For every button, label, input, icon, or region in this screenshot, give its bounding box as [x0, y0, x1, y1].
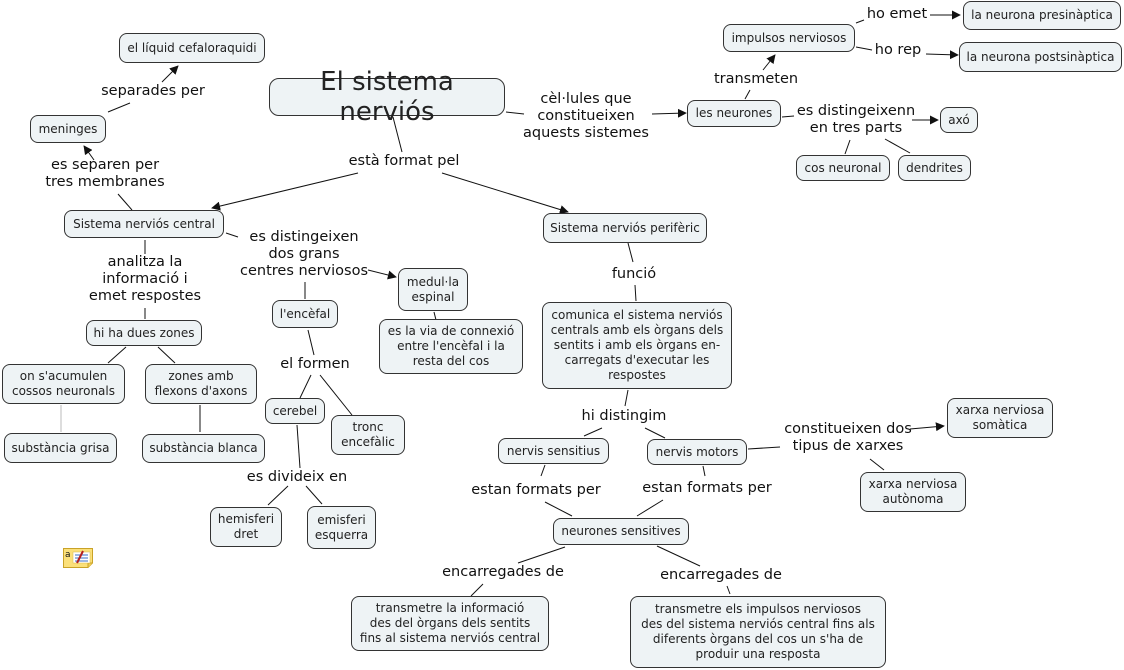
- link-cellules-que[interactable]: cèl·lules que constitueixen aquests sist…: [523, 91, 649, 141]
- edge: [505, 111, 525, 115]
- edge: [855, 19, 865, 24]
- edge: [634, 284, 637, 302]
- edge: [747, 446, 781, 450]
- concept-comunica[interactable]: comunica el sistema nerviós centrals amb…: [542, 302, 732, 389]
- edge: [781, 115, 795, 118]
- edge: [267, 485, 289, 506]
- edge: [540, 464, 546, 477]
- link-ho-emet[interactable]: ho emet: [866, 6, 928, 22]
- concept-nervis-sensitius[interactable]: nervis sensitius: [498, 438, 609, 464]
- edge-arrow: [762, 54, 776, 71]
- link-transmeten[interactable]: transmeten: [713, 71, 799, 87]
- edge: [307, 329, 315, 356]
- concept-neurones-sensitives[interactable]: neurones sensitives: [553, 518, 689, 545]
- edge: [157, 346, 176, 364]
- concept-substancia-grisa[interactable]: substància grisa: [4, 433, 117, 463]
- link-funcio[interactable]: funció: [611, 266, 657, 282]
- edge: [844, 139, 851, 155]
- concept-xarxa-somatica[interactable]: xarxa nerviosa somàtica: [947, 398, 1053, 438]
- concept-via-connexio[interactable]: es la via de connexió entre l'encèfal i …: [379, 319, 523, 374]
- concept-hemisferi-dret[interactable]: hemisferi dret: [210, 507, 282, 547]
- edge: [627, 242, 634, 263]
- concept-axo[interactable]: axó: [940, 107, 978, 133]
- edge-arrow: [83, 145, 95, 161]
- concept-meninges[interactable]: meninges: [30, 115, 106, 143]
- concept-les-neurones[interactable]: les neurones: [687, 100, 781, 127]
- concept-impulsos-nerviosos[interactable]: impulsos nerviosos: [723, 24, 855, 52]
- link-constitueixen-dos[interactable]: constitueixen dos tipus de xarxes: [784, 421, 912, 454]
- concept-sistema-nervios-central[interactable]: Sistema nerviós central: [64, 210, 224, 238]
- edge: [319, 374, 353, 416]
- edge-arrow: [441, 172, 569, 214]
- link-esta-format-pel[interactable]: està format pel: [348, 153, 460, 169]
- edge: [107, 102, 131, 113]
- concept-dendrites[interactable]: dendrites: [898, 155, 971, 181]
- edge: [117, 193, 133, 211]
- edge-arrow: [925, 50, 959, 60]
- concept-xarxa-autonoma[interactable]: xarxa nerviosa autònoma: [860, 472, 966, 512]
- edge: [225, 232, 239, 238]
- edge-arrow: [161, 65, 179, 83]
- link-hi-distingim[interactable]: hi distingim: [581, 408, 667, 424]
- edge-arrow: [909, 422, 945, 432]
- edge-arrow: [367, 269, 397, 280]
- link-el-formen[interactable]: el formen: [280, 356, 350, 372]
- link-distingeixenn[interactable]: es distingeixenn en tres parts: [796, 103, 916, 136]
- edge: [702, 465, 706, 477]
- concept-neurona-presinaptica[interactable]: la neurona presinàptica: [963, 1, 1121, 30]
- edge: [392, 116, 403, 153]
- link-es-divideix-en[interactable]: es divideix en: [246, 469, 348, 485]
- link-estan-formats-1[interactable]: estan formats per: [471, 482, 601, 498]
- edge: [855, 46, 873, 51]
- edge: [517, 546, 566, 564]
- annotation-note-icon[interactable]: a: [63, 548, 93, 568]
- concept-liquid-cefaloraquidi[interactable]: el líquid cefaloraquidi: [119, 33, 265, 63]
- edge: [744, 89, 751, 100]
- link-estan-formats-2[interactable]: estan formats per: [642, 480, 772, 496]
- concept-main-title[interactable]: El sistema nerviós: [269, 67, 505, 127]
- svg-text:a: a: [65, 550, 71, 560]
- concept-neurona-postsinaptica[interactable]: la neurona postsinàptica: [959, 42, 1122, 72]
- edge: [470, 583, 484, 597]
- edge: [544, 501, 573, 517]
- concept-cossos-neuronals[interactable]: on s'acumulen cossos neuronals: [2, 364, 125, 404]
- edge: [636, 499, 664, 517]
- edge-arrow: [211, 172, 359, 211]
- link-encarregades-2[interactable]: encarregades de: [660, 567, 782, 583]
- edge: [869, 458, 885, 471]
- concept-transmetre-impulsos[interactable]: transmetre els impulsos nerviosos des de…: [630, 596, 886, 668]
- edge: [656, 545, 701, 567]
- link-separades-per[interactable]: separades per: [101, 83, 205, 99]
- edge: [107, 346, 127, 364]
- edge: [583, 427, 603, 437]
- edge: [884, 138, 911, 154]
- link-es-separen-per[interactable]: es separen per tres membranes: [45, 157, 165, 190]
- edge: [299, 374, 312, 399]
- concept-cos-neuronal[interactable]: cos neuronal: [796, 155, 890, 181]
- concept-emisferi-esquerra[interactable]: emisferi esquerra: [307, 506, 376, 549]
- concept-medulla-espinal[interactable]: medul·la espinal: [398, 268, 468, 311]
- link-dos-grans-centres[interactable]: es distingeixen dos grans centres nervio…: [239, 229, 369, 279]
- concept-nervis-motors[interactable]: nervis motors: [647, 439, 747, 465]
- concept-sistema-nervios-periferic[interactable]: Sistema nerviós perifèric: [543, 213, 707, 243]
- concept-flexons-axons[interactable]: zones amb flexons d'axons: [145, 364, 257, 404]
- edge: [296, 424, 301, 469]
- link-ho-rep[interactable]: ho rep: [874, 42, 922, 58]
- concept-dues-zones[interactable]: hi ha dues zones: [86, 320, 202, 346]
- concept-encefal[interactable]: l'encèfal: [272, 300, 338, 328]
- concept-cerebel[interactable]: cerebel: [265, 398, 325, 424]
- concept-tronc-encefalic[interactable]: tronc encefàlic: [331, 415, 405, 455]
- edge: [305, 485, 323, 505]
- concept-substancia-blanca[interactable]: substància blanca: [142, 434, 265, 463]
- edge: [624, 389, 629, 407]
- edge: [726, 585, 731, 595]
- link-encarregades-1[interactable]: encarregades de: [442, 564, 564, 580]
- edge: [433, 311, 437, 321]
- link-analitza[interactable]: analitza la informació i emet respostes: [88, 254, 202, 304]
- edge: [644, 427, 666, 439]
- concept-transmetre-informacio[interactable]: transmetre la informació des del òrgans …: [351, 596, 549, 651]
- edge-arrow: [651, 108, 687, 118]
